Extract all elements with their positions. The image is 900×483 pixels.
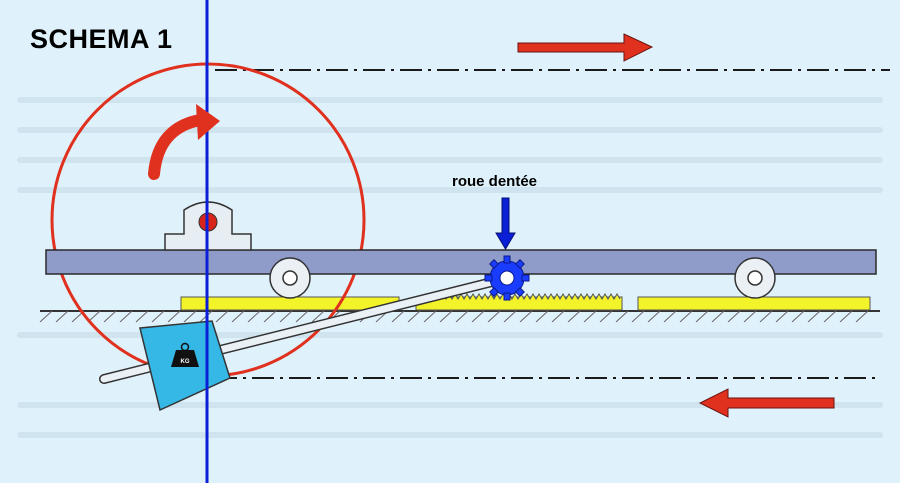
left-arrow-icon — [698, 388, 835, 418]
wheel-left — [269, 257, 311, 299]
rack — [439, 293, 621, 300]
ground — [39, 310, 880, 323]
weight-icon — [139, 320, 231, 412]
rail-left — [180, 296, 400, 311]
down-arrow-icon — [495, 197, 516, 250]
gear-label: roue dentée — [452, 173, 538, 190]
weight-label: KG — [181, 359, 190, 365]
gear-icon — [484, 255, 530, 301]
wheel-right — [734, 257, 776, 299]
right-arrow-icon — [517, 33, 654, 62]
curved-arrow-icon — [148, 104, 220, 180]
rail-right — [637, 296, 871, 311]
schema-title: SCHEMA 1 — [30, 24, 173, 54]
